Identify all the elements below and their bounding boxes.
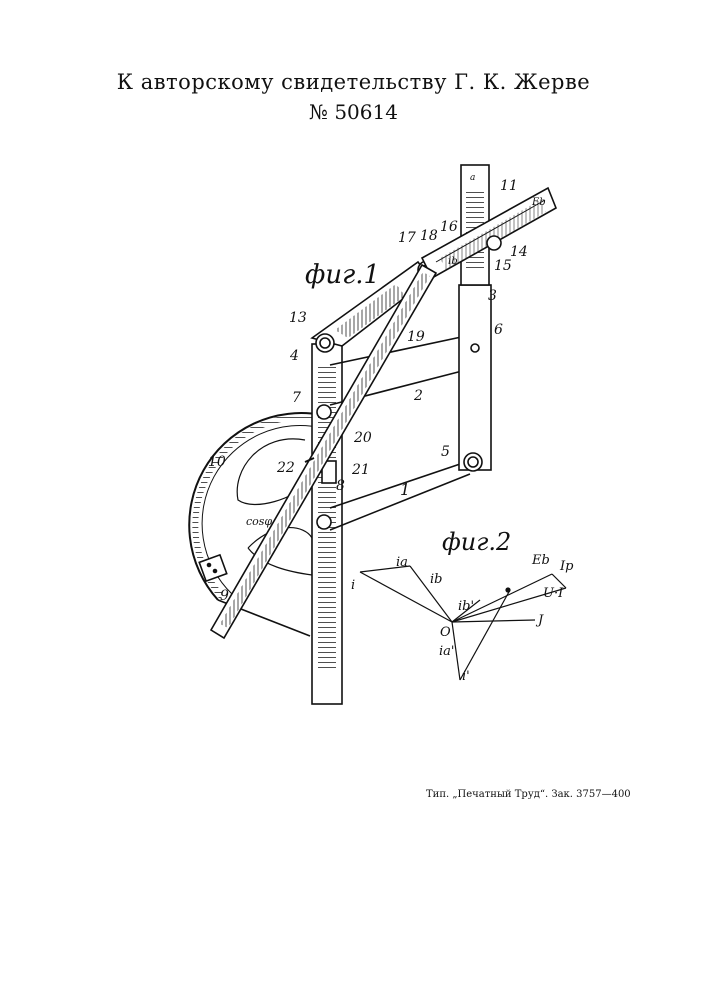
label-u: U·I [543,586,564,601]
label-ia-prime: ia' [439,644,454,659]
label-eb: Eb [531,553,550,568]
pivot-7 [317,405,331,419]
label-ip: Ip [559,559,574,574]
pivot-15 [487,236,501,250]
label-19: 19 [407,329,425,345]
label-16: 16 [440,219,458,235]
link-1-top [330,462,466,508]
figure-1-caption: фиг.1 [305,260,380,290]
label-ia: ia [396,555,408,570]
label-5: 5 [441,444,450,460]
label-14: 14 [510,244,528,260]
vector-eb [452,574,552,622]
pivot-6 [471,344,479,352]
label-1: 1 [400,480,410,499]
label-3: 3 [488,288,497,304]
label-i: i [351,578,355,593]
a-scale-label: a [470,173,475,183]
label-21: 21 [351,462,370,478]
label-2: 2 [413,388,423,404]
label-17: 17 [398,230,416,246]
figure-2 [360,566,566,680]
figure-2-caption: фиг.2 [442,528,511,556]
label-10: 10 [208,454,226,470]
label-j: J [535,613,544,628]
label-20: 20 [353,430,372,446]
label-15: 15 [494,258,512,274]
figure-1 [189,165,556,704]
cos-phi-label: cosφ [246,515,272,528]
label-6: 6 [494,322,503,338]
label-4: 4 [289,348,299,364]
label-ib: ib [430,572,442,587]
pivot-8 [317,515,331,529]
printer-imprint: Тип. „Печатный Труд“. Зак. 3757—400 [426,789,631,800]
ib-scale-label: ib [448,256,458,267]
label-8: 8 [336,478,345,494]
label-22: 22 [276,460,295,476]
label-o: O [440,625,451,640]
label-ib-prime: ib' [458,599,474,614]
label-i-prime: i' [462,669,470,684]
label-9: 9 [220,588,229,604]
eb-scale-label: Eb [531,197,546,208]
label-7: 7 [292,390,301,406]
right-vertical-bar [459,285,491,470]
label-13: 13 [289,310,307,326]
label-18: 18 [420,228,438,244]
label-11: 11 [500,178,518,194]
